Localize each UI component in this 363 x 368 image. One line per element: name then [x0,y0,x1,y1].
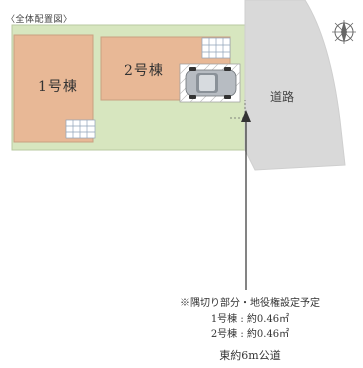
stair-grid-icon [201,37,231,59]
corner-cut-line [230,100,246,119]
road-area [244,0,346,171]
north-compass-icon [332,20,356,44]
road-label: 道路 [270,90,295,104]
building-2-label: 2号棟 [124,63,164,79]
note-road: 東約6m公道 [219,349,281,362]
building-1-label: 1号棟 [38,79,78,95]
stair-grid-icon [65,119,96,139]
leader-arrowhead [241,110,251,122]
note-building-1-area: 1号棟 : 約0.46㎡ [210,314,290,325]
note-corner-cut: ※隅切り部分・地役権設定予定 [180,298,320,309]
map-title: 〈全体配置図〉 [6,15,73,25]
note-building-2-area: 2号棟 : 約0.46㎡ [210,329,290,340]
car-icon [185,67,237,99]
